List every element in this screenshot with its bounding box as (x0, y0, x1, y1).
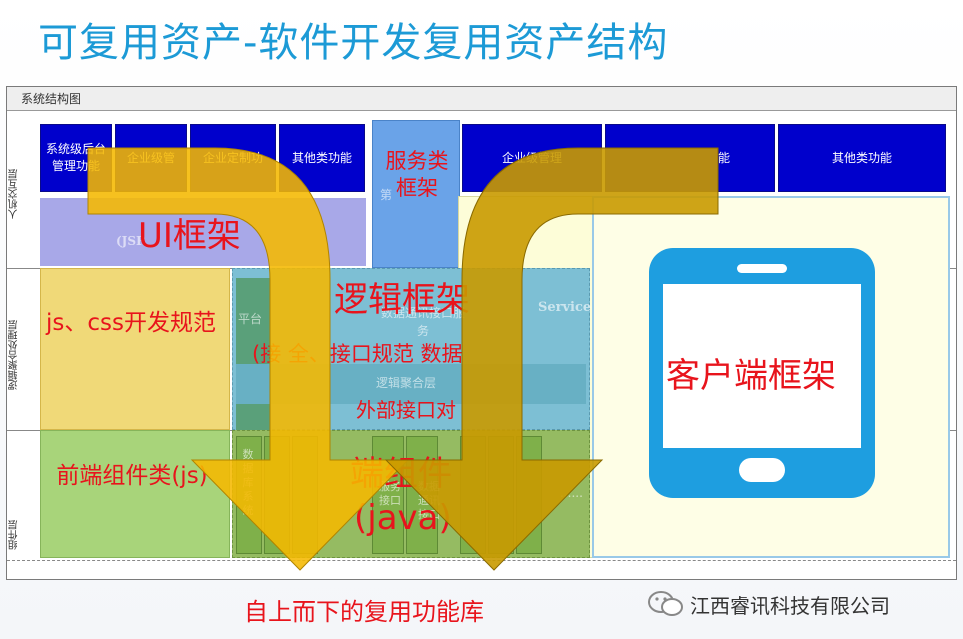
frontend-component-zone (40, 430, 230, 558)
backend-java-label: (java) (354, 498, 452, 538)
wechat-icon (646, 588, 686, 620)
page-title: 可复用资产-软件开发复用资产结构 (38, 20, 669, 66)
layer-divider (7, 560, 956, 561)
module-box: 能 (605, 124, 775, 192)
logic-faint-label: 平台 (238, 312, 263, 326)
module-box: 系统级后台管理功能 (40, 124, 112, 192)
client-framework-label: 客户端框架 (666, 356, 836, 396)
component-cell (516, 436, 542, 554)
module-box: 企业级管理 (462, 124, 602, 192)
logic-aggregate-label: 逻辑聚合层 (376, 376, 437, 390)
footer-caption: 自上而下的复用功能库 (244, 598, 484, 626)
component-cell (292, 436, 318, 554)
logic-note-label: (接 全、接口规范 数据 (252, 342, 463, 366)
module-box: 企业级管 (115, 124, 187, 192)
module-box: 其他类功能 (778, 124, 946, 192)
logic-framework-label: 逻辑框架 (334, 280, 470, 320)
js-css-label: js、css开发规范 (46, 310, 216, 336)
logic-faint-label: Service (538, 300, 592, 315)
backend-components-label: 端组件 (350, 454, 452, 494)
component-cell (264, 436, 290, 554)
layer-label-logic: 逻辑聚合处理层 (9, 320, 20, 390)
module-box: 其他类功能 (279, 124, 365, 192)
component-faint-label: ...... (560, 486, 583, 500)
component-faint-label: 数据库系统 (242, 448, 254, 517)
module-box: 企业定制功 (190, 124, 276, 192)
layer-label-interaction: 人机交互层 (9, 169, 20, 219)
external-interface-label: 外部接口对 (356, 398, 456, 422)
ui-framework-label: UI框架 (138, 216, 241, 256)
component-cell (488, 436, 514, 554)
component-cell (460, 436, 486, 554)
service-framework-label: 服务类框架 (385, 149, 449, 200)
frontend-components-label: 前端组件类(js) (56, 463, 208, 489)
watermark-label: 江西睿讯科技有限公司 (690, 594, 890, 618)
frame-label: 系统结构图 (7, 87, 956, 111)
js-css-zone (40, 268, 230, 430)
